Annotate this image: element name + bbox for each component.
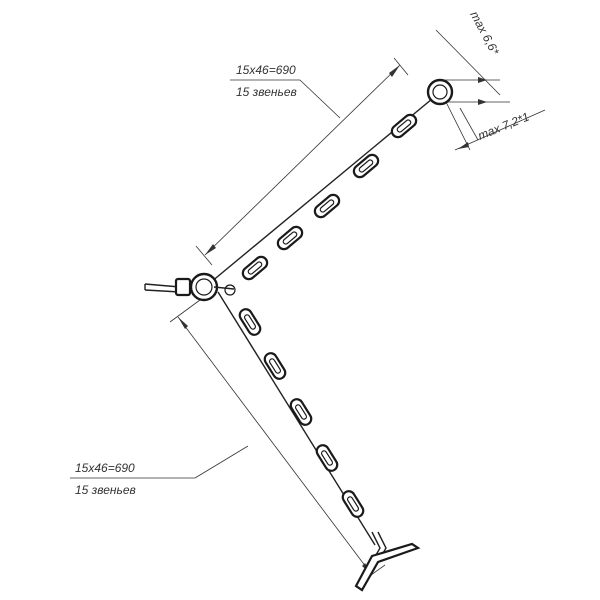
toggle-bar [354, 531, 421, 592]
upper-chain [241, 113, 418, 281]
lower-links-label: 15 звеньев [75, 483, 136, 497]
lower-chain [238, 308, 365, 518]
ring-diameter-label: max 6,6* [467, 9, 502, 58]
upper-length-label: 15x46=690 [236, 63, 296, 77]
chain-link [390, 113, 418, 139]
chain-link [263, 352, 287, 380]
top-ring [426, 78, 454, 106]
upper-links-label: 15 звеньев [236, 85, 297, 99]
chain-centerlines [204, 93, 439, 546]
upper-dimension: 15x46=690 15 звеньев [195, 57, 409, 266]
swivel-fitting [144, 272, 236, 302]
ring-dimensions: max 6,6* max 7,2*1 [435, 9, 546, 151]
chain-link [289, 398, 313, 426]
lower-dimension: 15x46=690 15 звеньев [70, 299, 386, 581]
chain-link [341, 490, 365, 518]
ring-width-label: max 7,2*1 [476, 110, 531, 143]
chain-link [315, 444, 339, 472]
chain-link [352, 153, 380, 179]
chain-link [238, 308, 262, 336]
chain-link [313, 193, 341, 219]
lower-length-label: 15x46=690 [75, 461, 135, 475]
chain-link [276, 225, 304, 251]
chain-link [241, 255, 269, 281]
